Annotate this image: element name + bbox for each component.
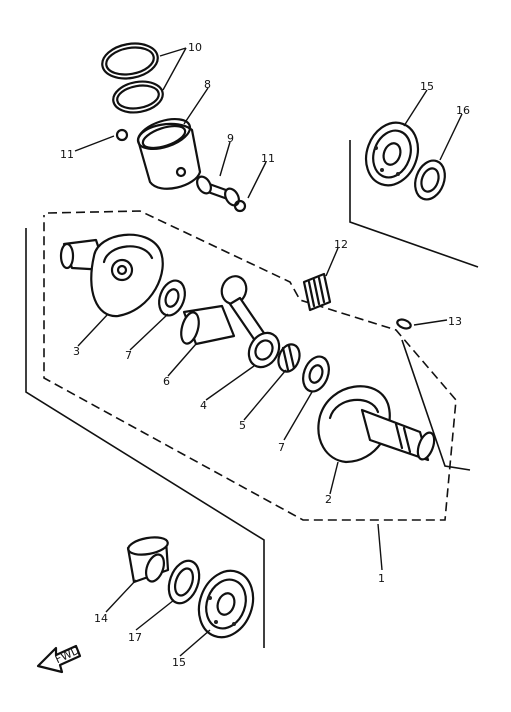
crank-bearing-right bbox=[364, 121, 420, 187]
callout-11-left: 11 bbox=[60, 148, 74, 161]
callout-13: 13 bbox=[448, 315, 462, 328]
callout-16: 16 bbox=[456, 104, 470, 117]
front-arrow-icon: FWD bbox=[36, 644, 82, 674]
oil-seal-right bbox=[414, 159, 446, 201]
crank-half-left bbox=[59, 233, 164, 318]
callout-7-right: 7 bbox=[278, 441, 285, 454]
piston-pin bbox=[196, 175, 240, 207]
piston-pin-clip-right bbox=[233, 199, 247, 213]
callout-11-right: 11 bbox=[261, 152, 275, 165]
piston-ring-lower bbox=[112, 80, 164, 114]
leader-lines bbox=[74, 47, 463, 657]
callout-8: 8 bbox=[204, 78, 211, 91]
callout-5: 5 bbox=[239, 419, 246, 432]
spacer-collar bbox=[126, 536, 170, 584]
crank-half-right bbox=[317, 385, 436, 464]
callout-7-left: 7 bbox=[125, 349, 132, 362]
crank-pin bbox=[180, 304, 236, 346]
crank-bearing-left bbox=[197, 569, 255, 639]
callout-4: 4 bbox=[200, 399, 207, 412]
callout-1: 1 bbox=[378, 572, 385, 585]
callout-15-bottom: 15 bbox=[172, 656, 186, 669]
small-end-bearing bbox=[302, 272, 332, 312]
connecting-rod bbox=[220, 275, 281, 369]
crankshaft-assembly-outline bbox=[25, 210, 471, 648]
thrust-washer-right bbox=[302, 355, 330, 393]
callout-17: 17 bbox=[128, 631, 142, 644]
big-end-bearing bbox=[277, 343, 301, 373]
callout-labels: 10 8 11 9 11 15 16 12 13 3 7 6 4 5 7 2 1… bbox=[60, 41, 470, 669]
callout-9: 9 bbox=[227, 132, 234, 145]
callout-3: 3 bbox=[73, 345, 80, 358]
thrust-washer-left bbox=[158, 279, 186, 317]
piston bbox=[136, 117, 202, 190]
woodruff-key bbox=[396, 318, 412, 330]
callout-14: 14 bbox=[94, 612, 108, 625]
callout-2: 2 bbox=[325, 493, 332, 506]
oil-seal-left bbox=[167, 559, 201, 605]
bearing-group-bracket bbox=[349, 140, 479, 268]
piston-pin-clip-left bbox=[115, 128, 129, 142]
callout-6: 6 bbox=[163, 375, 170, 388]
callout-12: 12 bbox=[334, 238, 348, 251]
piston-ring-upper bbox=[101, 42, 159, 80]
callout-10: 10 bbox=[188, 41, 202, 54]
callout-15-top: 15 bbox=[420, 80, 434, 93]
